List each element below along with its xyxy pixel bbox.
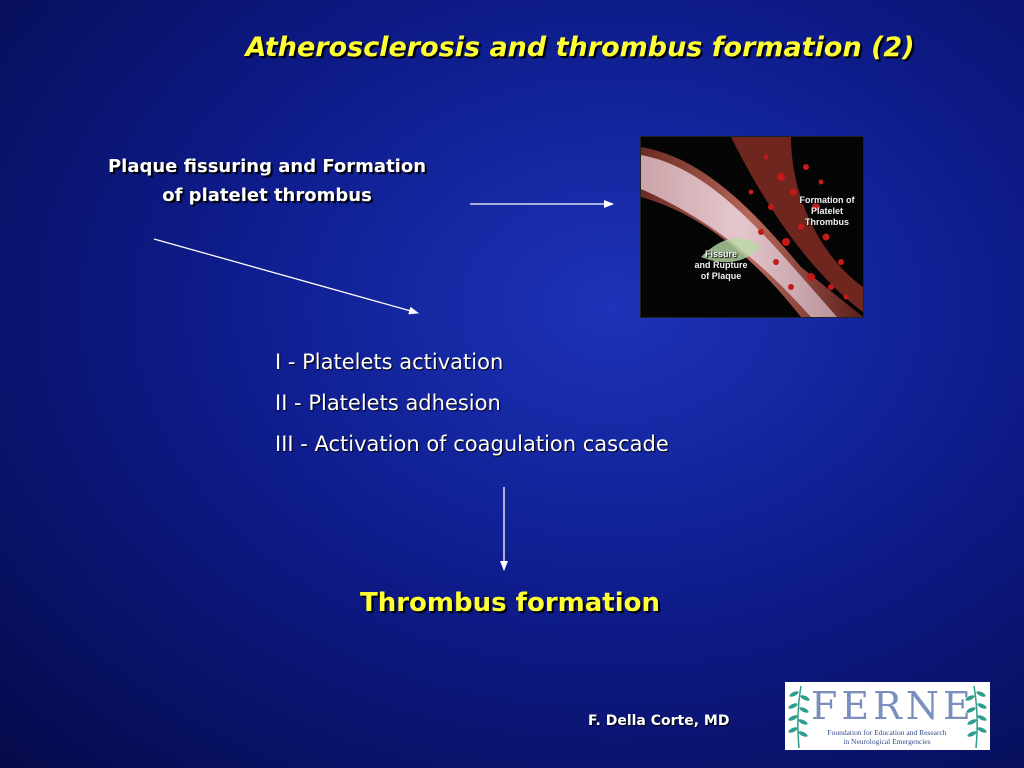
step-item: I - Platelets activation [275, 350, 504, 374]
formation-label: Formation of Platelet Thrombus [799, 195, 855, 227]
slide-title: Atherosclerosis and thrombus formation (… [245, 32, 915, 63]
fissure-label: Fissure and Rupture of Plaque [694, 249, 748, 281]
vessel-illustration: Formation of Platelet Thrombus Fissure a… [640, 136, 864, 318]
steps-list: I - Platelets activation II - Platelets … [275, 342, 669, 465]
fern-leaf-icon [788, 685, 810, 749]
logo-subtitle: Foundation for Education and Research in… [827, 728, 947, 746]
thrombus-formation-result: Thrombus formation [359, 588, 660, 618]
fern-leaf-icon [965, 685, 987, 749]
plaque-label-line1: Plaque fissuring and Formation [107, 156, 427, 177]
ferne-logo: FERNE Foundation for Education and Resea… [785, 682, 990, 750]
plaque-label: Plaque fissuring and Formation of platel… [62, 152, 472, 210]
author-credit: F. Della Corte, MD [588, 713, 730, 729]
arrow-diagonal-icon [153, 238, 419, 315]
step-item: II - Platelets adhesion [275, 391, 501, 415]
logo-name: FERNE [811, 684, 975, 728]
step-item: III - Activation of coagulation cascade [275, 432, 669, 456]
plaque-label-line2: of platelet thrombus [162, 185, 372, 206]
